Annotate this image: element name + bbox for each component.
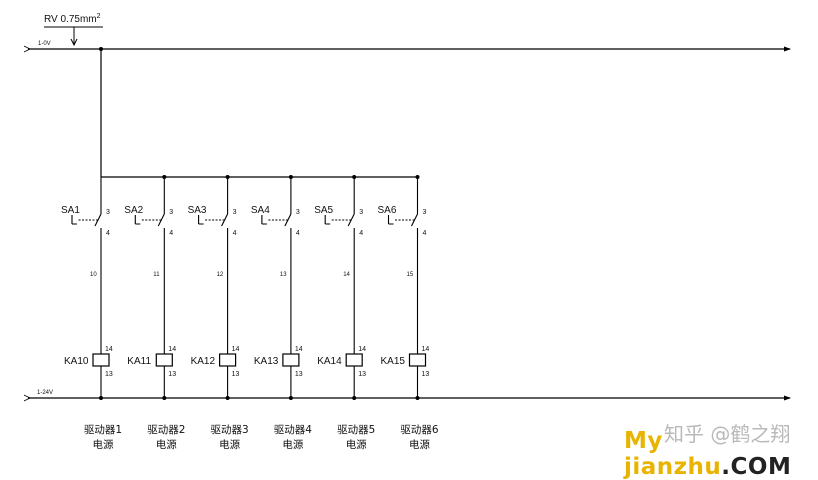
wire-number: 12 — [217, 272, 224, 278]
contact-terminal-top: 3 — [296, 209, 300, 216]
drive-caption-line2: 电源 — [156, 438, 177, 451]
coil-terminal-top: 14 — [295, 346, 303, 353]
coil-terminal-top: 14 — [422, 346, 430, 353]
trunk-junction — [99, 47, 103, 51]
contact-terminal-bottom: 4 — [169, 230, 173, 237]
drive-caption-line2: 电源 — [346, 438, 367, 451]
wire-number: 14 — [343, 272, 350, 278]
rail-junction — [288, 396, 293, 400]
top-rail-arrow — [784, 46, 791, 52]
switch-label: SA3 — [188, 205, 207, 216]
top-rail-start-marker — [23, 45, 31, 53]
site-watermark-name: My jianzhu — [624, 428, 722, 480]
relay-coil-symbol — [219, 353, 237, 367]
wire-number: 13 — [280, 272, 287, 278]
rail-junction — [162, 396, 167, 400]
switch-label: SA5 — [314, 205, 333, 216]
drive-caption-line1: 驱动器5 — [337, 424, 375, 436]
cable-label: RV 0.75mm2 — [44, 13, 101, 25]
bottom-rail-label: 1-24V — [37, 390, 53, 396]
site-watermark-domain: .COM — [721, 454, 792, 480]
contact-terminal-top: 3 — [233, 209, 237, 216]
switch-push-button — [261, 215, 267, 225]
drive-caption-line1: 驱动器4 — [274, 424, 312, 436]
switch-push-button — [134, 215, 141, 225]
zhihu-watermark: 知乎 @鹤之翔 — [664, 422, 791, 446]
rail-junction — [415, 396, 420, 400]
drive-caption-line2: 电源 — [219, 438, 240, 451]
coil-terminal-bottom: 13 — [232, 371, 240, 378]
coil-terminal-bottom: 13 — [295, 371, 303, 378]
wire-number: 10 — [90, 272, 97, 278]
relay-label: KA14 — [317, 356, 342, 367]
coil-terminal-bottom: 13 — [168, 371, 176, 378]
contact-terminal-bottom: 4 — [296, 230, 300, 237]
drive-caption-line1: 驱动器2 — [147, 424, 185, 436]
bottom-rail-arrow — [784, 395, 791, 401]
drive-caption-line2: 电源 — [282, 438, 303, 451]
contact-terminal-top: 3 — [423, 209, 427, 216]
drive-caption-line2: 电源 — [409, 438, 430, 451]
coil-terminal-bottom: 13 — [422, 371, 430, 378]
relay-coil-symbol — [282, 353, 300, 367]
drive-caption-line1: 驱动器6 — [400, 424, 438, 436]
drive-caption-line2: 电源 — [93, 438, 114, 451]
rail-junction — [99, 396, 103, 400]
contact-terminal-bottom: 4 — [359, 230, 363, 237]
contact-terminal-bottom: 4 — [233, 230, 237, 237]
relay-coil-symbol — [345, 353, 363, 367]
switch-push-button — [324, 215, 331, 225]
drive-caption-line1: 驱动器1 — [84, 424, 122, 436]
drive-caption-line1: 驱动器3 — [211, 424, 249, 436]
switch-label: SA2 — [124, 205, 143, 216]
bottom-rail-start-marker — [23, 394, 31, 402]
rail-junction — [352, 396, 357, 400]
switch-label: SA4 — [251, 205, 270, 216]
relay-label: KA10 — [64, 356, 89, 367]
switch-push-button — [71, 215, 77, 225]
relay-label: KA13 — [254, 356, 279, 367]
switch-push-button — [387, 215, 394, 225]
coil-terminal-top: 14 — [232, 346, 240, 353]
contact-terminal-top: 3 — [359, 209, 363, 216]
site-watermark: My jianzhu.COM — [624, 428, 818, 480]
contact-terminal-bottom: 4 — [106, 230, 110, 237]
coil-terminal-top: 14 — [358, 346, 366, 353]
contact-terminal-top: 3 — [169, 209, 173, 216]
contact-terminal-top: 3 — [106, 209, 110, 216]
wire-number: 15 — [407, 272, 414, 278]
top-rail-label: 1-0V — [38, 41, 51, 47]
relay-coil-symbol — [92, 353, 110, 367]
switch-push-button — [198, 215, 204, 225]
coil-terminal-top: 14 — [168, 346, 176, 353]
relay-coil-symbol — [408, 353, 427, 367]
rail-junction — [225, 396, 230, 400]
switch-label: SA6 — [378, 205, 397, 216]
relay-label: KA11 — [127, 356, 151, 367]
coil-terminal-top: 14 — [105, 346, 113, 353]
relay-coil-symbol — [155, 353, 173, 367]
cable-label-arrowhead — [70, 38, 78, 47]
switch-label: SA1 — [61, 205, 80, 216]
relay-label: KA12 — [191, 356, 216, 367]
wire-number: 11 — [153, 272, 160, 278]
coil-terminal-bottom: 13 — [358, 371, 366, 378]
coil-terminal-bottom: 13 — [105, 371, 113, 378]
relay-label: KA15 — [381, 356, 406, 367]
contact-terminal-bottom: 4 — [423, 230, 427, 237]
